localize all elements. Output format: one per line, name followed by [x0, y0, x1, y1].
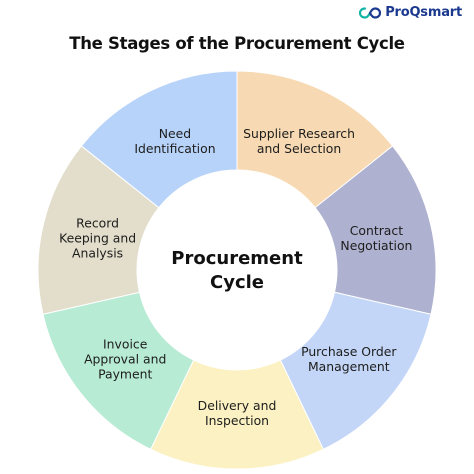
infinity-icon [359, 6, 382, 19]
stage-label-line: Management [308, 359, 390, 374]
stage-label-line: Inspection [205, 413, 269, 428]
stage-label-line: Delivery and [198, 398, 277, 413]
center-label-line: Procurement [171, 248, 303, 269]
stage-label-line: Approval and [84, 352, 166, 367]
stage-label-line: Purchase Order [301, 344, 397, 359]
stage-label-line: Identification [134, 141, 215, 156]
brand-logo: ProQsmart [359, 5, 462, 20]
stage-label-line: Record [76, 216, 119, 231]
stage-label-line: and Selection [257, 141, 341, 156]
stage-label-line: Need [159, 126, 191, 141]
stage-label-line: Payment [98, 367, 152, 382]
stage-label-line: Contract [350, 223, 403, 238]
stage-label-line: Keeping and [59, 231, 136, 246]
diagram-title: The Stages of the Procurement Cycle [69, 34, 405, 53]
brand-name: ProQsmart [385, 5, 462, 20]
center-circle [137, 170, 337, 370]
stage-label-line: Invoice [103, 337, 147, 352]
stage-label-line: Analysis [72, 246, 123, 261]
center-label-line: Cycle [210, 272, 264, 293]
stage-label-line: Negotiation [340, 238, 412, 253]
stage-label-line: Supplier Research [243, 126, 355, 141]
